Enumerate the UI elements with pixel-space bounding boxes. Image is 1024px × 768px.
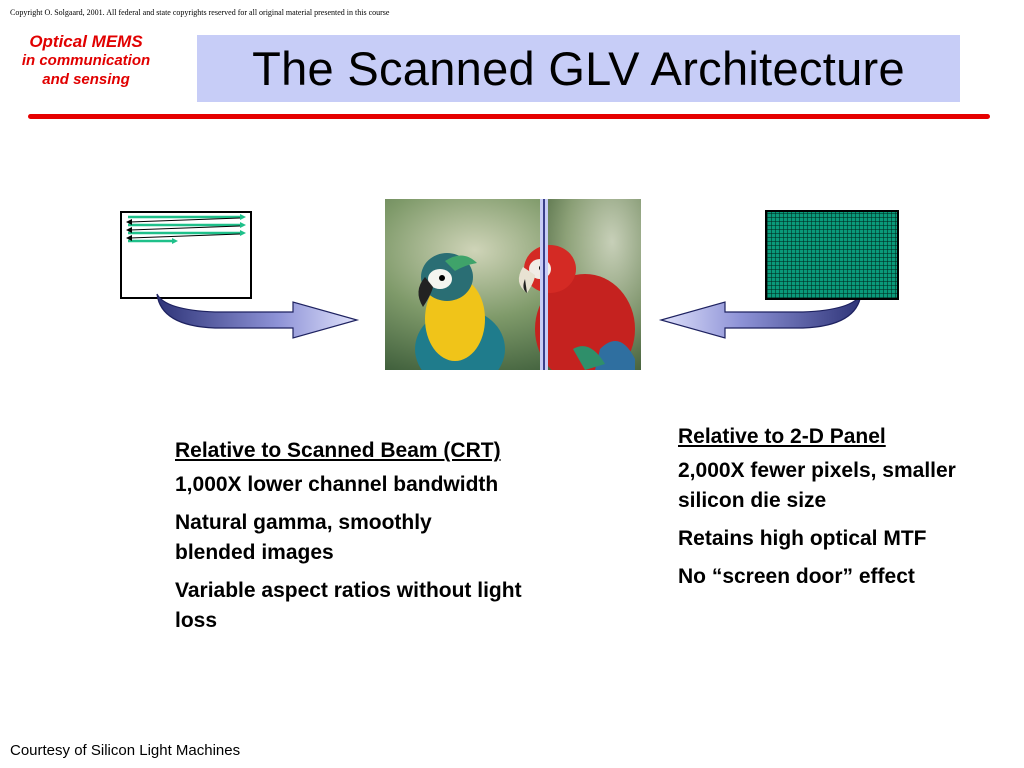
scanned-beam-column: Relative to Scanned Beam (CRT) 1,000X lo… <box>175 436 595 644</box>
crt-scan-diagram-icon <box>120 211 252 299</box>
courtesy-footer: Courtesy of Silicon Light Machines <box>10 742 241 759</box>
list-item: Natural gamma, smoothly blended images <box>175 511 432 564</box>
title-underline-rule <box>28 114 990 119</box>
curved-arrow-left-icon <box>658 292 863 344</box>
list-item: No “screen door” effect <box>678 565 915 588</box>
title-banner: The Scanned GLV Architecture <box>197 35 960 102</box>
course-brand: Optical MEMS in communication and sensin… <box>8 32 164 89</box>
panel-heading: Relative to 2-D Panel <box>678 425 886 448</box>
parrot-image <box>385 199 641 370</box>
scanned-beam-heading: Relative to Scanned Beam (CRT) <box>175 439 501 462</box>
brand-line-3: and sensing <box>42 71 130 88</box>
slide-title: The Scanned GLV Architecture <box>252 42 905 95</box>
list-item: Retains high optical MTF <box>678 527 927 550</box>
brand-line-1: Optical MEMS <box>29 32 143 51</box>
brand-line-2: in communication <box>21 52 151 69</box>
copyright-notice: Copyright O. Solgaard, 2001. All federal… <box>10 8 390 17</box>
pixel-panel-diagram-icon <box>765 210 899 300</box>
list-item: 1,000X lower channel bandwidth <box>175 473 499 496</box>
panel-column: Relative to 2-D Panel 2,000X fewer pixel… <box>678 422 998 600</box>
list-item: Variable aspect ratios without light los… <box>175 579 522 632</box>
list-item: 2,000X fewer pixels, smaller silicon die… <box>678 459 956 512</box>
curved-arrow-right-icon <box>155 292 360 344</box>
